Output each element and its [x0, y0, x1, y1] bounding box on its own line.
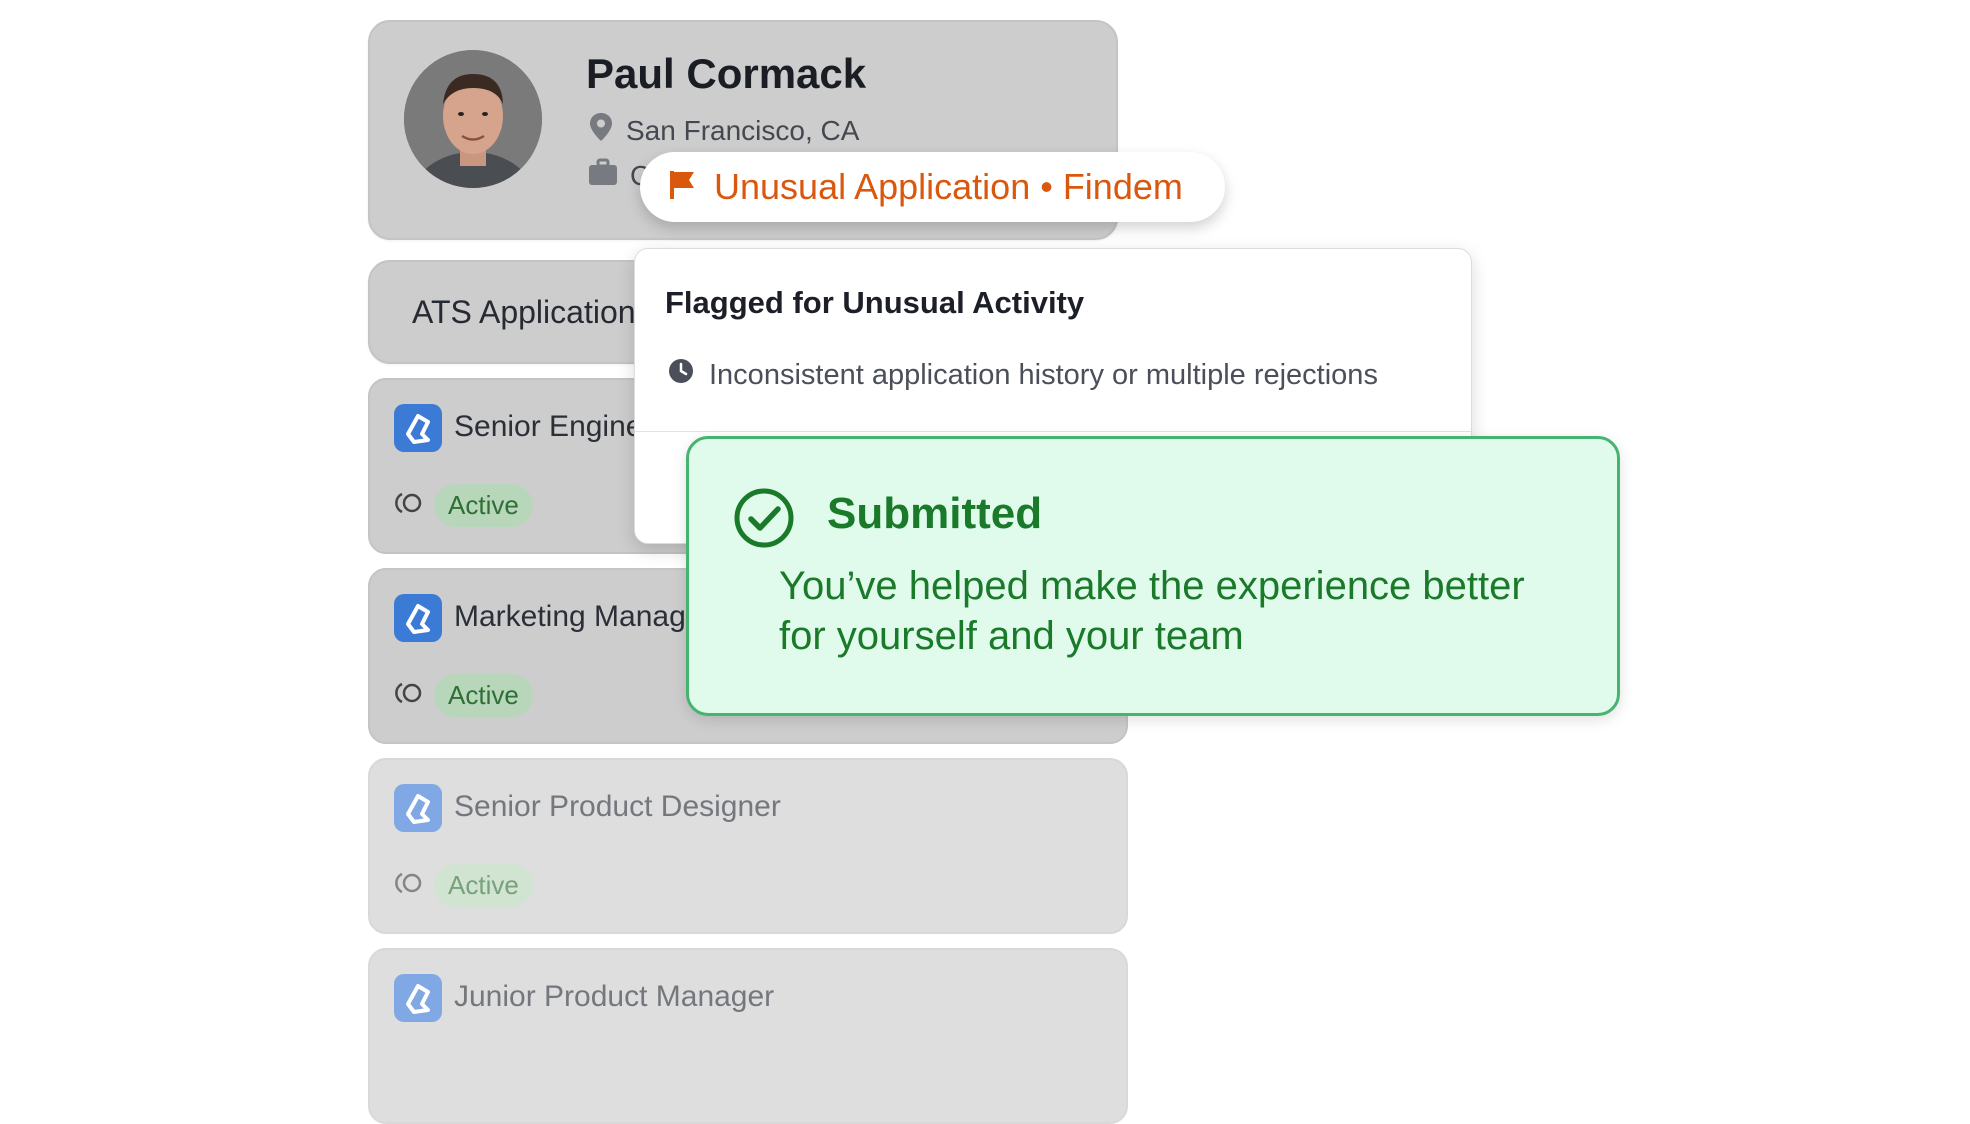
application-status-row: Active [394, 484, 533, 527]
candidate-name: Paul Cormack [586, 50, 867, 97]
application-title: Junior Product Manager [454, 980, 775, 1013]
flag-icon [668, 169, 698, 206]
popover-divider [635, 431, 1471, 432]
ats-logo-icon [394, 594, 442, 642]
status-ring-icon [394, 681, 424, 710]
application-card[interactable]: Senior Product Designer Active [368, 758, 1128, 934]
application-card[interactable]: Junior Product Manager [368, 948, 1128, 1124]
ats-logo-icon [394, 784, 442, 832]
application-status-row: Active [394, 864, 533, 907]
location-text: San Francisco, CA [626, 114, 860, 146]
popover-title: Flagged for Unusual Activity [665, 285, 1085, 320]
ats-applications-title: ATS Application [412, 294, 636, 330]
application-title: Senior Product Designer [454, 790, 781, 823]
avatar [404, 50, 542, 188]
flag-label: Unusual Application • Findem [714, 166, 1183, 207]
clock-icon [667, 357, 695, 393]
application-title: Senior Engine [454, 410, 643, 443]
briefcase-icon [588, 158, 618, 193]
flag-reason-row: Inconsistent application history or mult… [667, 357, 1378, 393]
status-badge: Active [434, 674, 533, 717]
unusual-application-flag[interactable]: Unusual Application • Findem [640, 152, 1225, 222]
status-ring-icon [394, 491, 424, 520]
location-row: San Francisco, CA [588, 112, 859, 149]
flag-reason-text: Inconsistent application history or mult… [709, 358, 1378, 391]
location-pin-icon [588, 112, 614, 149]
toast-message: You’ve helped make the experience better… [779, 564, 1525, 658]
check-circle-icon [733, 487, 795, 554]
toast-title: Submitted [827, 489, 1043, 538]
status-ring-icon [394, 871, 424, 900]
status-badge: Active [434, 864, 533, 907]
application-title: Marketing Manag [454, 600, 686, 633]
application-status-row: Active [394, 674, 533, 717]
ats-logo-icon [394, 974, 442, 1022]
status-badge: Active [434, 484, 533, 527]
ats-logo-icon [394, 404, 442, 452]
candidate-profile-card: Paul Cormack San Francisco, CA C [368, 20, 1118, 240]
submitted-toast: Submitted You’ve helped make the experie… [686, 436, 1620, 716]
